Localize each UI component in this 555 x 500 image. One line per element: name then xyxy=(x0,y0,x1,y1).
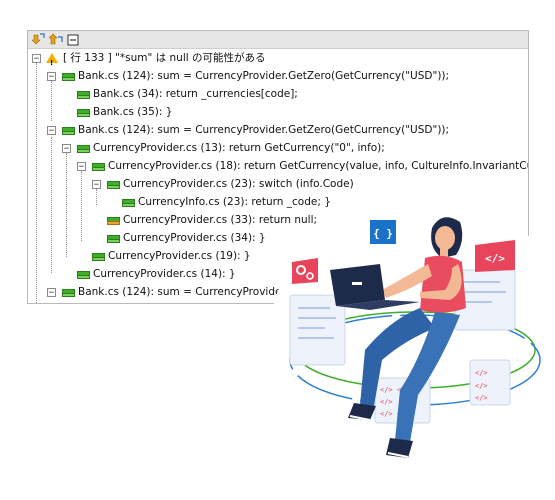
tree-row[interactable]: CurrencyProvider.cs (33): return null; xyxy=(106,211,317,229)
collapse-toggle[interactable]: − xyxy=(47,287,56,298)
expand-up-icon xyxy=(48,33,63,45)
collapse-toggle[interactable]: − xyxy=(62,143,71,154)
warning-icon: ! xyxy=(46,53,58,67)
tree-row[interactable]: − CurrencyProvider.cs (23): switch (info… xyxy=(92,175,354,193)
tree-row[interactable]: − Bank.cs (124): sum = CurrencyProvider.… xyxy=(47,121,449,139)
developer-person xyxy=(330,217,466,458)
tree-row[interactable]: Bank.cs (35): } xyxy=(76,103,172,121)
svg-text:</>: </> xyxy=(380,398,393,406)
call-node-icon xyxy=(91,162,105,171)
call-node-icon xyxy=(61,288,75,297)
call-node-icon xyxy=(61,72,75,81)
svg-text:</>: </> xyxy=(485,252,505,265)
tree-row-label: CurrencyInfo.cs (23): return _code; } xyxy=(138,196,331,208)
tree-row[interactable]: Bank.cs (34): return _currencies[code]; xyxy=(76,85,298,103)
svg-text:{ }: { } xyxy=(373,227,393,240)
expand-down-icon xyxy=(31,33,45,45)
return-null-node-icon xyxy=(106,216,120,225)
collapse-box-icon xyxy=(67,34,78,45)
call-node-icon xyxy=(91,252,105,261)
tree-row-label: CurrencyProvider.cs (13): return GetCurr… xyxy=(93,142,385,154)
tree-row[interactable]: CurrencyInfo.cs (23): return _code; } xyxy=(121,193,331,211)
svg-text:</> </>: </> </> xyxy=(380,386,410,394)
tree-root-row[interactable]: − ! [ 行 133 ] "*sum" は null の可能性がある xyxy=(32,49,266,67)
tree-row[interactable]: CurrencyProvider.cs (19): } xyxy=(91,247,251,265)
call-node-icon xyxy=(76,90,90,99)
collapse-toggle[interactable]: − xyxy=(77,161,86,172)
tree-row-label: Bank.cs (35): } xyxy=(93,106,173,118)
collapse-up-button[interactable] xyxy=(48,33,63,47)
tree-row-label: Bank.cs (124): sum = CurrencyProvider.Ge… xyxy=(78,124,450,136)
call-node-icon xyxy=(76,144,90,153)
call-node-icon xyxy=(106,234,120,243)
tree-row-label: Bank.cs (34): return _currencies[code]; xyxy=(93,88,298,100)
collapse-all-button[interactable] xyxy=(65,33,80,47)
gears-badge xyxy=(292,258,318,284)
call-node-icon xyxy=(76,108,90,117)
tree-row-label: CurrencyProvider.cs (18): return GetCurr… xyxy=(108,160,529,172)
tree-row-label: CurrencyProvider.cs (34): } xyxy=(123,232,266,244)
collapse-toggle[interactable]: − xyxy=(47,125,56,136)
tree-root-label: [ 行 133 ] "*sum" は null の可能性がある xyxy=(63,52,266,64)
tree-row-label: CurrencyProvider.cs (33): return null; xyxy=(123,214,318,226)
html-tag-badge: </> xyxy=(475,240,515,272)
call-node-icon xyxy=(106,180,120,189)
collapse-toggle[interactable]: − xyxy=(47,71,56,82)
tree-row[interactable]: CurrencyProvider.cs (34): } xyxy=(106,229,266,247)
tree-row[interactable]: CurrencyProvider.cs (14): } xyxy=(76,265,236,283)
code-braces-badge: { } xyxy=(370,220,396,244)
tree-row[interactable]: − Bank.cs (124): sum = CurrencyProvider.… xyxy=(47,67,449,85)
svg-text:</>: </> xyxy=(475,394,488,402)
collapse-toggle[interactable]: − xyxy=(92,179,101,190)
expand-all-button[interactable] xyxy=(31,33,46,47)
call-node-icon xyxy=(61,126,75,135)
developer-illustration: </> </> </> </> </> </> </> </> { } </> xyxy=(270,217,555,500)
call-node-icon xyxy=(121,198,135,207)
tree-row-label: Bank.cs (124): sum = CurrencyProvider.Ge… xyxy=(78,70,450,82)
tree-row[interactable]: − CurrencyProvider.cs (18): return GetCu… xyxy=(77,157,529,175)
tree-row-label: CurrencyProvider.cs (14): } xyxy=(93,268,236,280)
call-node-icon xyxy=(76,270,90,279)
svg-text:</> </>: </> </> xyxy=(380,410,410,418)
tree-row-label: CurrencyProvider.cs (19): } xyxy=(108,250,251,262)
tree-row-label: CurrencyProvider.cs (23): switch (info.C… xyxy=(123,178,354,190)
svg-text:</>: </> xyxy=(475,369,488,377)
toolbar xyxy=(28,31,528,49)
tree-row[interactable]: − CurrencyProvider.cs (13): return GetCu… xyxy=(62,139,385,157)
call-tree-panel: − ! [ 行 133 ] "*sum" は null の可能性がある − Ba… xyxy=(27,30,529,304)
collapse-toggle[interactable]: − xyxy=(32,53,41,64)
svg-text:</>: </> xyxy=(475,382,488,390)
